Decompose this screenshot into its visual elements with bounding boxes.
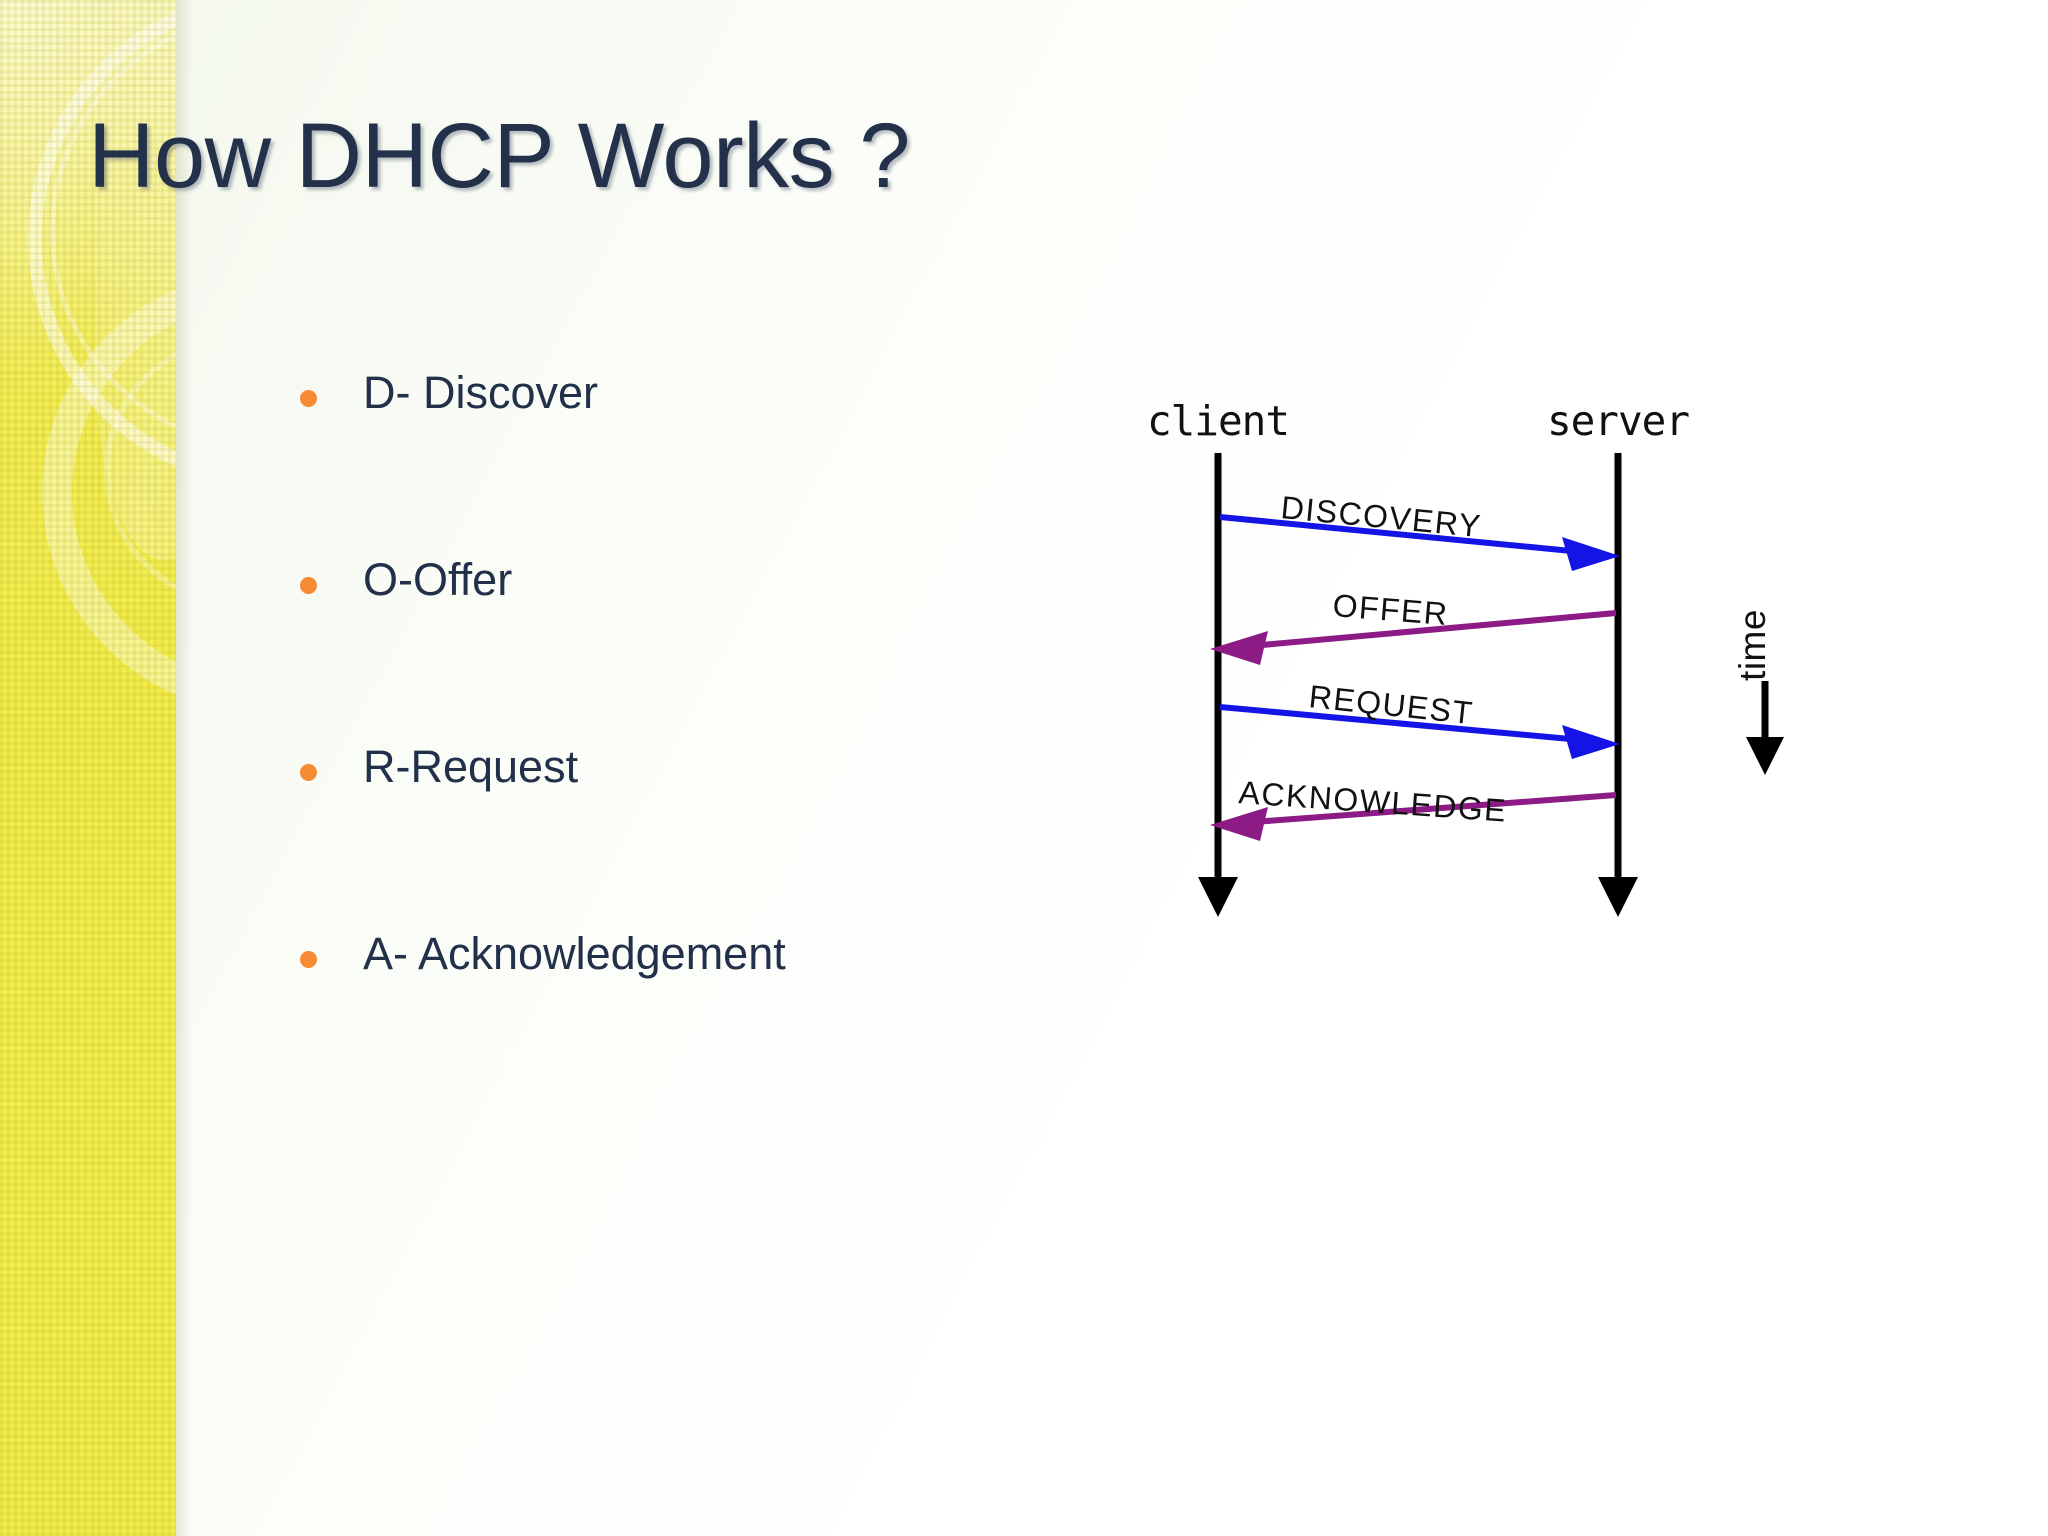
message-label-offer: OFFER bbox=[1331, 587, 1449, 632]
list-item: O-Offer bbox=[300, 557, 1060, 744]
bullet-label: D- Discover bbox=[363, 367, 599, 418]
lifeline-server-arrowhead bbox=[1598, 877, 1638, 917]
bullet-dot-icon bbox=[300, 577, 317, 594]
decorative-left-band bbox=[0, 0, 176, 1536]
message-line-offer bbox=[1239, 610, 1617, 650]
message-arrowhead-discovery bbox=[1562, 537, 1620, 571]
message-arrowhead-acknowledge bbox=[1210, 807, 1268, 841]
bullet-label: O-Offer bbox=[363, 554, 513, 605]
bullet-label: A- Acknowledgement bbox=[363, 928, 786, 979]
dhcp-sequence-diagram: client server DISCOVERY OFFER REQUEST AC… bbox=[1110, 395, 1910, 965]
band-sheen bbox=[96, 0, 176, 560]
list-item: A- Acknowledgement bbox=[300, 931, 1060, 1118]
band-edge-shadow bbox=[176, 0, 192, 1536]
lifeline-client-arrowhead bbox=[1198, 877, 1238, 917]
message-line-acknowledge bbox=[1239, 792, 1617, 826]
list-item: D- Discover bbox=[300, 370, 1060, 557]
bullet-list: D- Discover O-Offer R-Request A- Acknowl… bbox=[300, 370, 1060, 1118]
bullet-label: R-Request bbox=[363, 741, 579, 792]
bullet-dot-icon bbox=[300, 951, 317, 968]
message-label-discovery: DISCOVERY bbox=[1279, 489, 1483, 544]
participant-label-server: server bbox=[1547, 397, 1689, 445]
page-title: How DHCP Works ? bbox=[88, 105, 910, 207]
message-line-request bbox=[1219, 704, 1593, 744]
participant-label-client: client bbox=[1147, 397, 1289, 445]
time-axis-label: time bbox=[1732, 609, 1773, 681]
message-line-discovery bbox=[1219, 514, 1593, 556]
message-arrowhead-request bbox=[1562, 725, 1620, 759]
bullet-dot-icon bbox=[300, 390, 317, 407]
bullet-dot-icon bbox=[300, 764, 317, 781]
time-axis-arrowhead bbox=[1746, 737, 1784, 775]
list-item: R-Request bbox=[300, 744, 1060, 931]
band-texture bbox=[0, 0, 176, 1536]
message-arrowhead-offer bbox=[1210, 631, 1268, 665]
